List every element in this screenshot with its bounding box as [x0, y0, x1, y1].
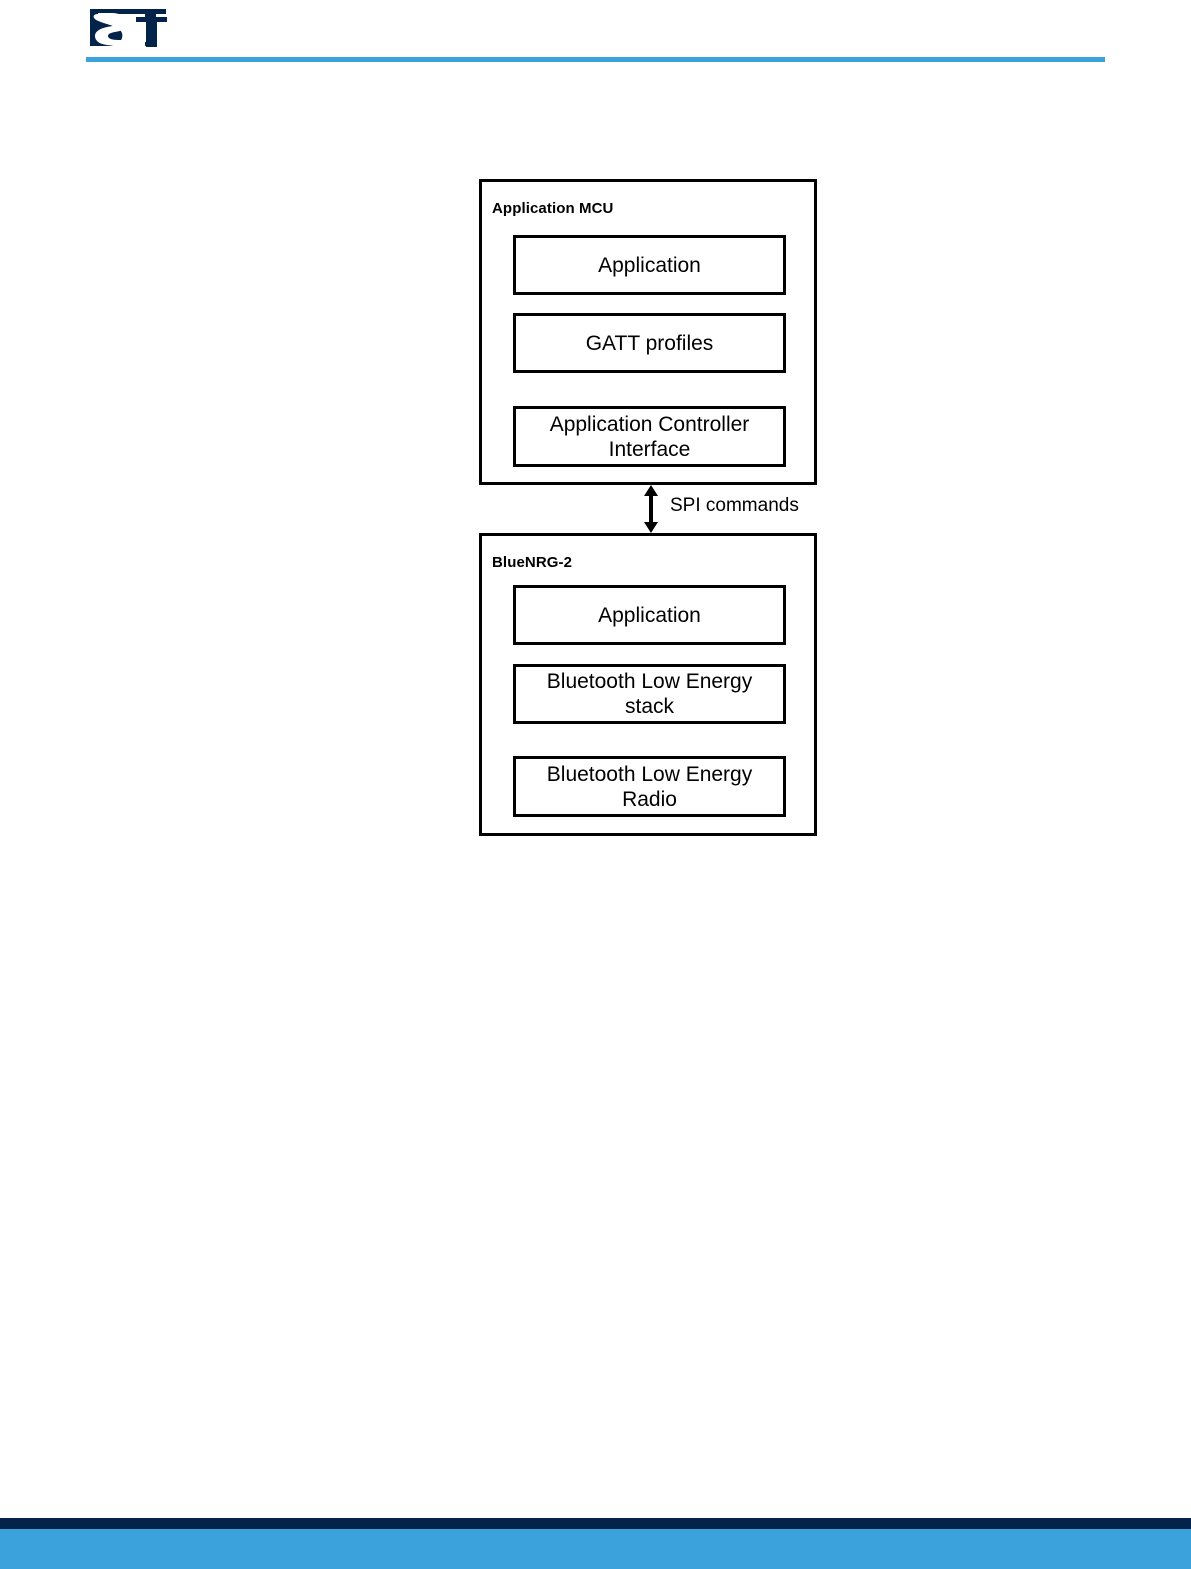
block-bluetooth-low-energy-radio: Bluetooth Low Energy Radio	[513, 756, 786, 817]
block-bluetooth-low-energy-stack: Bluetooth Low Energy stack	[513, 664, 786, 724]
block-gatt-profiles: GATT profiles	[513, 313, 786, 373]
container-label-application-mcu: Application MCU	[492, 200, 614, 217]
spi-connector: SPI commands	[479, 485, 821, 533]
st-logo	[88, 6, 168, 48]
block-application-controller-interface: Application Controller Interface	[513, 406, 786, 467]
container-label-bluenrg-2: BlueNRG-2	[492, 554, 573, 571]
page-header	[0, 0, 1191, 70]
block-application-bluenrg: Application	[513, 585, 786, 645]
double-arrow-icon	[641, 485, 661, 533]
container-bluenrg-2: BlueNRG-2 Application Bluetooth Low Ener…	[479, 533, 817, 836]
header-rule	[86, 57, 1105, 62]
container-application-mcu: Application MCU Application GATT profile…	[479, 179, 817, 485]
architecture-diagram: Application MCU Application GATT profile…	[479, 179, 821, 836]
footer-navy-bar	[0, 1518, 1191, 1529]
block-application-mcu: Application	[513, 235, 786, 295]
spi-commands-label: SPI commands	[670, 495, 799, 516]
footer-blue-bar	[0, 1529, 1191, 1569]
